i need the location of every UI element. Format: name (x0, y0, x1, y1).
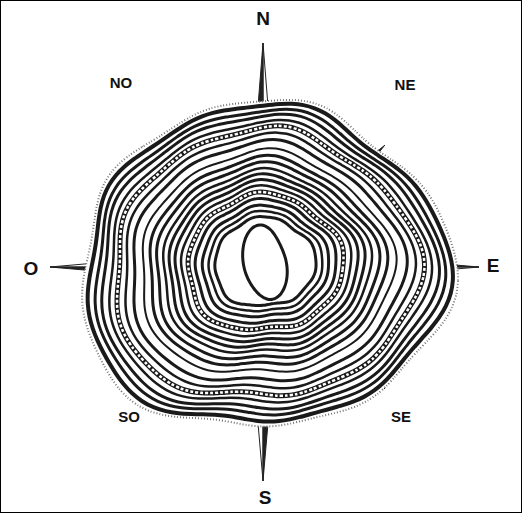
growth-ring (102, 114, 440, 409)
ring-dash (188, 192, 343, 330)
compass-label: NE (395, 76, 416, 94)
compass-rose (50, 43, 479, 481)
growth-ring (157, 162, 380, 359)
growth-ring (163, 168, 372, 353)
growth-ring (169, 174, 365, 347)
compass-label: NO (110, 74, 133, 92)
compass-label: S (259, 487, 272, 509)
compass-label: N (256, 8, 270, 30)
pith (243, 225, 288, 299)
growth-ring (202, 205, 328, 317)
growth-ring (88, 104, 453, 422)
direction-text: S (259, 487, 272, 508)
marked-ring (188, 192, 343, 330)
direction-text: N (256, 8, 270, 29)
compass-label: E (487, 255, 500, 277)
direction-text: O (24, 258, 39, 279)
ring-dash (117, 126, 425, 396)
growth-ring (143, 148, 397, 372)
direction-text: NO (110, 74, 133, 91)
compass-label: SE (391, 408, 411, 426)
growth-rings (82, 100, 458, 427)
bark-edge (82, 100, 458, 427)
growth-ring (215, 217, 316, 306)
growth-ring (195, 199, 336, 324)
marked-ring (117, 126, 425, 396)
growth-ring (109, 120, 432, 402)
growth-ring (175, 180, 358, 342)
growth-ring (134, 140, 407, 381)
compass-label: SO (118, 408, 140, 426)
growth-ring (95, 109, 446, 415)
direction-text: E (487, 255, 500, 276)
direction-text: NE (395, 76, 416, 93)
direction-text: SO (118, 408, 140, 425)
compass-label: O (24, 258, 39, 280)
growth-ring (209, 211, 323, 311)
direction-text: SE (391, 408, 411, 425)
growth-ring (181, 185, 351, 336)
growth-ring (150, 155, 388, 365)
growth-ring (126, 133, 416, 389)
